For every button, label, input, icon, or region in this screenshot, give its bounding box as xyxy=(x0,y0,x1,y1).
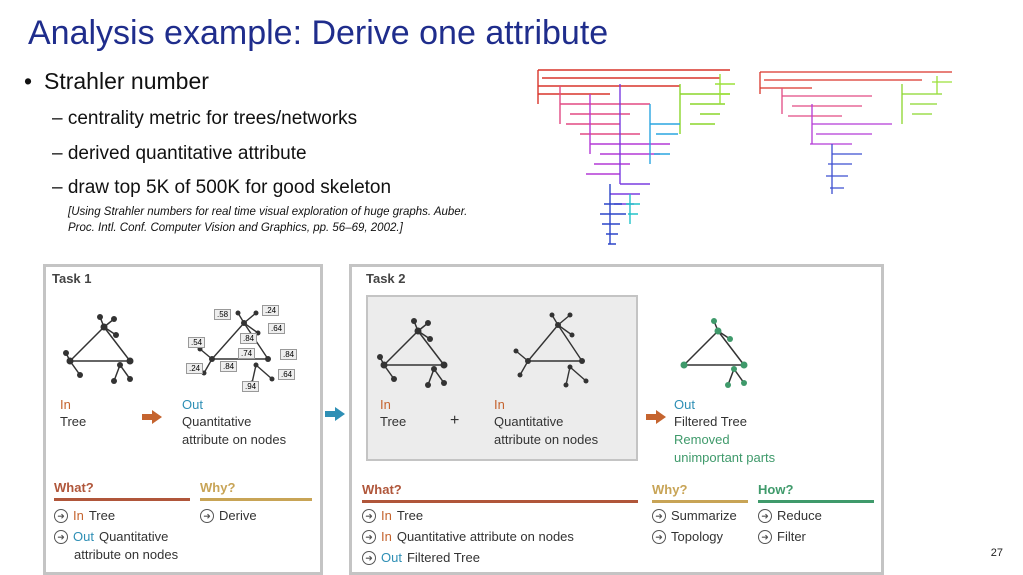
page-number: 27 xyxy=(990,547,1003,559)
keyword-in: In xyxy=(381,508,392,523)
bullet-text: Strahler number xyxy=(44,68,209,94)
task1-panel: Task 1 .58 .24 .64 .84 .54 .7 xyxy=(43,264,323,575)
task2-out-value: Filtered Tree xyxy=(674,414,747,429)
item-text: Topology xyxy=(671,529,724,544)
task1-why-item-1: ➜ Derive xyxy=(200,508,257,523)
node-value: .24 xyxy=(186,363,204,374)
bullet-marker: • xyxy=(24,68,33,94)
task2-what-rule xyxy=(362,500,638,503)
keyword-out: Out xyxy=(381,550,402,565)
node-value: .94 xyxy=(242,381,260,392)
node-value: .24 xyxy=(262,305,280,316)
task2-why-rule xyxy=(652,500,748,503)
task1-out-value-2: attribute on nodes xyxy=(182,432,287,447)
node-value: .84 xyxy=(280,349,298,360)
task2-how-header: How? xyxy=(758,482,794,497)
node-value: .74 xyxy=(238,348,256,359)
subbullet-1: – centrality metric for trees/networks xyxy=(52,108,358,129)
task2-out-label: Out xyxy=(674,397,695,412)
circle-arrow-icon: ➜ xyxy=(758,508,772,523)
task1-what-item-2: ➜ Out Quantitative xyxy=(54,529,168,544)
task2-in1-value: Tree xyxy=(380,414,407,429)
task2-what-item-3: ➜ Out Filtered Tree xyxy=(362,550,480,565)
task2-title: Task 2 xyxy=(366,271,406,286)
item-text: Filter xyxy=(777,529,806,544)
task2-how-rule xyxy=(758,500,874,503)
reference-line-2: Proc. Intl. Conf. Computer Vision and Gr… xyxy=(68,222,403,234)
item-text: Summarize xyxy=(671,508,737,523)
task2-how-item-1: ➜ Reduce xyxy=(758,508,822,523)
task2-panel: Task 2 xyxy=(349,264,884,575)
item-text: Tree xyxy=(88,508,116,523)
task1-why-header: Why? xyxy=(200,480,236,495)
item-text: Tree xyxy=(396,508,424,523)
strahler-tree-full-image xyxy=(537,69,735,245)
arrow-right-icon xyxy=(142,410,162,424)
reference-line-1: [Using Strahler numbers for real time vi… xyxy=(68,206,468,218)
item-text: Derive xyxy=(219,508,257,523)
circle-arrow-icon: ➜ xyxy=(652,508,666,523)
filtered-tree-icon xyxy=(680,318,748,388)
task2-in2-label: In xyxy=(494,397,505,412)
task2-why-item-1: ➜ Summarize xyxy=(652,508,737,523)
task1-what-rule xyxy=(54,498,190,501)
task1-in-value: Tree xyxy=(60,414,87,429)
quantitative-tree-icon xyxy=(513,312,589,388)
subbullet-2: – derived quantitative attribute xyxy=(52,143,307,164)
node-value: .54 xyxy=(188,337,206,348)
node-value: .64 xyxy=(278,369,296,380)
subbullet-3: – draw top 5K of 500K for good skeleton xyxy=(52,177,392,198)
tree-graph-icon xyxy=(63,314,134,384)
task1-in-label: In xyxy=(60,397,71,412)
item-text: Quantitative attribute on nodes xyxy=(396,529,574,544)
task2-out-note-2: unimportant parts xyxy=(674,450,776,465)
node-value: .64 xyxy=(268,323,286,334)
task1-out-value-1: Quantitative xyxy=(182,414,252,429)
plus-icon: + xyxy=(450,412,460,429)
circle-arrow-icon: ➜ xyxy=(200,508,214,523)
task1-title: Task 1 xyxy=(52,271,92,286)
task1-what-item-2-cont: attribute on nodes xyxy=(74,547,179,562)
circle-arrow-icon: ➜ xyxy=(652,529,666,544)
item-text: Quantitative xyxy=(98,529,169,544)
keyword-out: Out xyxy=(73,529,94,544)
circle-arrow-icon: ➜ xyxy=(362,529,376,544)
circle-arrow-icon: ➜ xyxy=(54,529,68,544)
task2-how-item-2: ➜ Filter xyxy=(758,529,806,544)
item-text: Reduce xyxy=(777,508,822,523)
bullet-strahler: • Strahler number xyxy=(24,68,209,95)
task2-why-header: Why? xyxy=(652,482,688,497)
node-value: .58 xyxy=(214,309,232,320)
tree-graph-icon xyxy=(377,318,448,388)
task2-in2-value-2: attribute on nodes xyxy=(494,432,599,447)
task2-input-box xyxy=(366,295,638,461)
task1-what-header: What? xyxy=(54,480,94,495)
slide-title: Analysis example: Derive one attribute xyxy=(28,14,609,52)
reference-citation: [Using Strahler numbers for real time vi… xyxy=(68,204,467,236)
keyword-in: In xyxy=(73,508,84,523)
task2-what-item-2: ➜ In Quantitative attribute on nodes xyxy=(362,529,574,544)
task2-in1-label: In xyxy=(380,397,391,412)
task1-why-rule xyxy=(200,498,312,501)
circle-arrow-icon: ➜ xyxy=(362,508,376,523)
circle-arrow-icon: ➜ xyxy=(758,529,772,544)
task2-in2-value-1: Quantitative xyxy=(494,414,564,429)
task2-what-header: What? xyxy=(362,482,402,497)
task2-why-item-2: ➜ Topology xyxy=(652,529,723,544)
circle-arrow-icon: ➜ xyxy=(362,550,376,565)
item-text: Filtered Tree xyxy=(406,550,480,565)
node-value: .84 xyxy=(240,333,258,344)
task2-what-item-1: ➜ In Tree xyxy=(362,508,423,523)
task1-what-item-1: ➜ In Tree xyxy=(54,508,115,523)
arrow-right-icon xyxy=(646,410,666,424)
node-value: .84 xyxy=(220,361,238,372)
task2-out-note-1: Removed xyxy=(674,432,730,447)
strahler-tree-filtered-image xyxy=(759,71,952,194)
circle-arrow-icon: ➜ xyxy=(54,508,68,523)
keyword-in: In xyxy=(381,529,392,544)
task1-out-label: Out xyxy=(182,397,203,412)
quantitative-tree-icon xyxy=(197,310,275,386)
arrow-right-icon xyxy=(325,407,345,421)
